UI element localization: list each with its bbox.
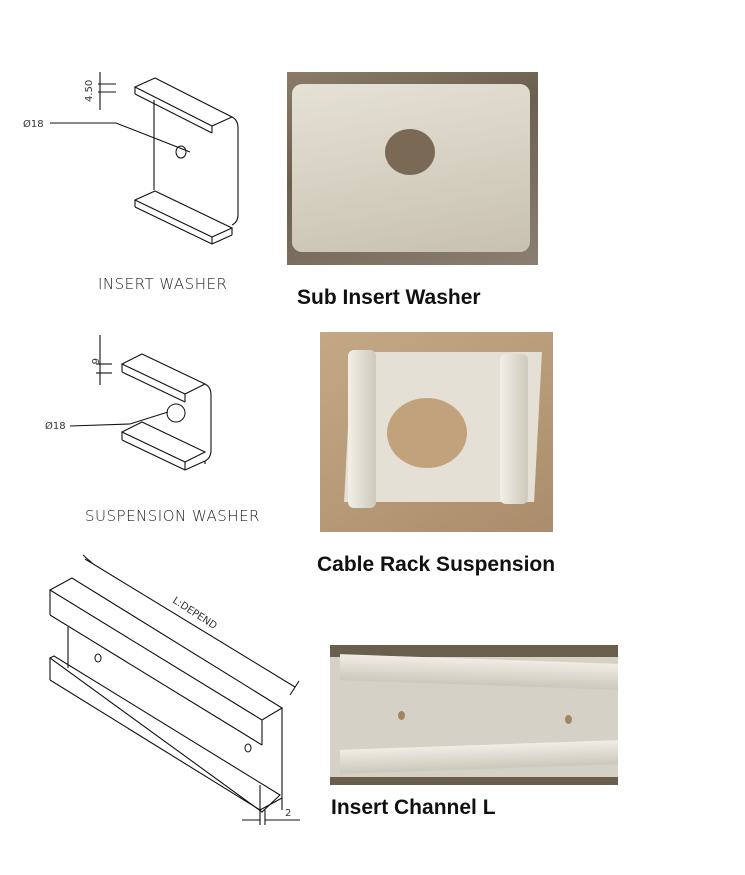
sub-insert-washer-title: Sub Insert Washer	[297, 286, 481, 309]
thickness-dim: 6	[89, 358, 100, 364]
suspension-washer-label: SUSPENSION WASHER	[85, 507, 260, 525]
suspension-washer-drawing: 6 Ø18	[45, 335, 212, 471]
cable-rack-suspension-title: Cable Rack Suspension	[317, 553, 556, 576]
insert-channel-drawing: L:DEPEND 2	[48, 554, 300, 825]
thickness-dim: 2	[285, 808, 291, 819]
thickness-dim: 4.50	[84, 80, 95, 102]
hole-dim: Ø18	[45, 420, 66, 432]
insert-washer-label: INSERT WASHER	[98, 275, 228, 293]
insert-channel-photo	[330, 645, 618, 785]
insert-channel-title: Insert Channel L	[331, 796, 496, 819]
insert-washer-drawing: 4.50 Ø18	[23, 72, 239, 245]
cable-rack-suspension-photo	[320, 332, 553, 532]
length-dim: L:DEPEND	[170, 595, 219, 632]
hole-dim: Ø18	[23, 118, 44, 130]
sub-insert-washer-photo	[287, 72, 538, 265]
